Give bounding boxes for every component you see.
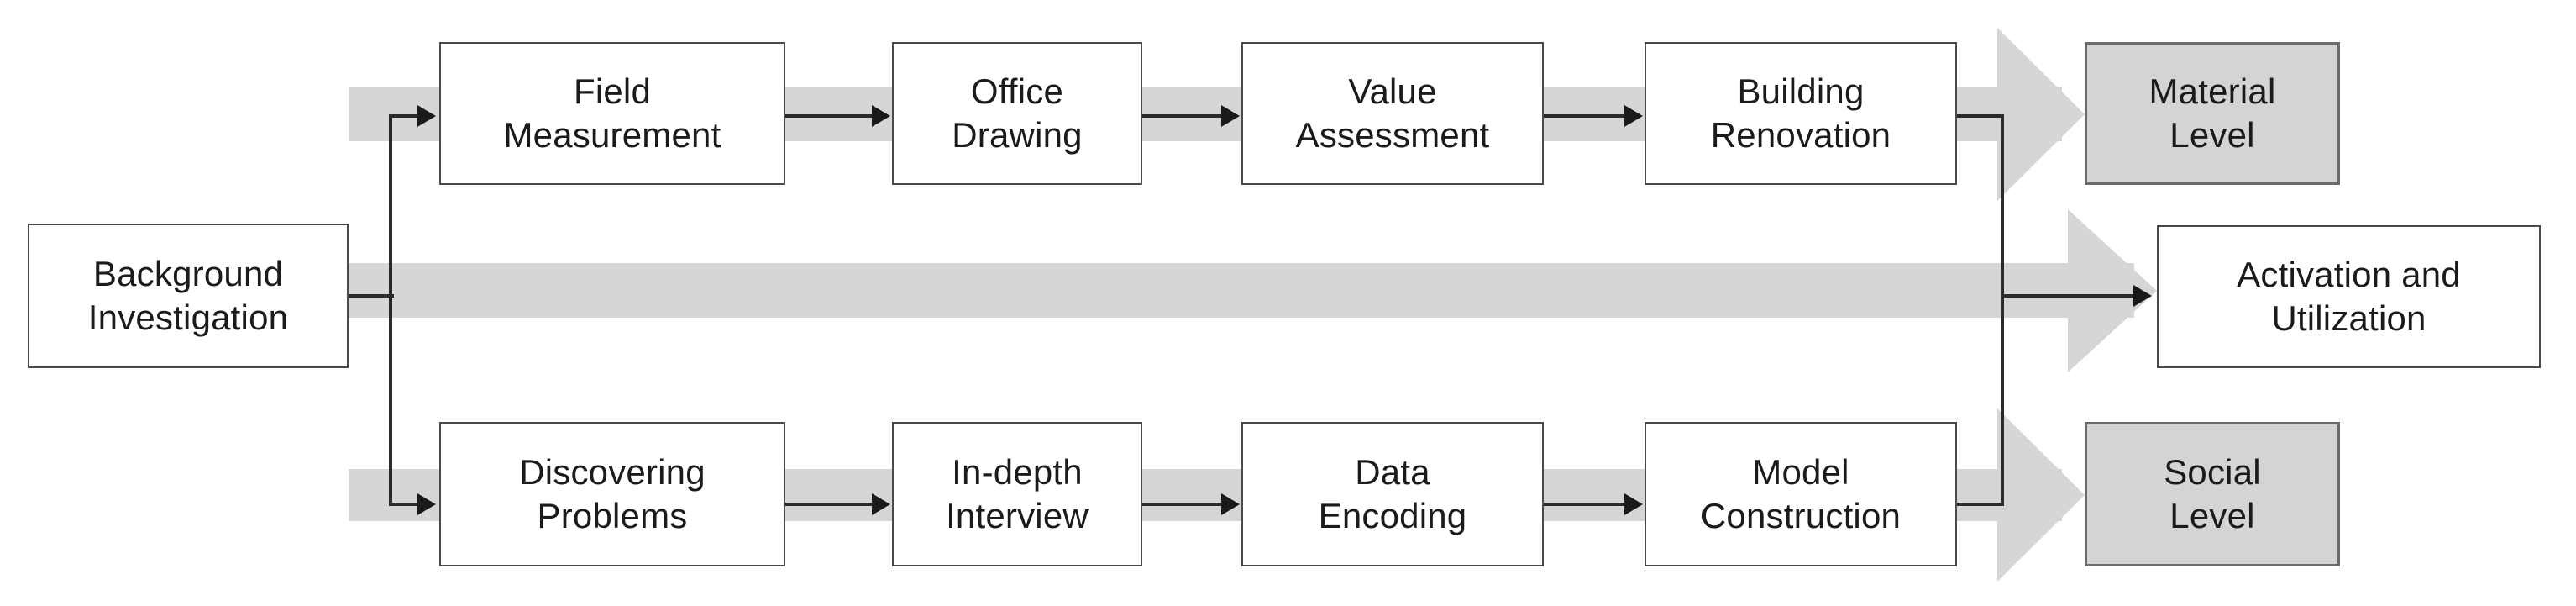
node-model-construction-label: Model Construction xyxy=(1700,451,1902,536)
node-social-level[interactable]: Social Level xyxy=(2085,422,2340,566)
node-data-encoding-label: Data Encoding xyxy=(1318,451,1467,536)
node-value-assessment-label: Value Assessment xyxy=(1295,71,1490,155)
node-field-measurement-label: Field Measurement xyxy=(503,71,721,155)
node-activation-and-utilization-label: Activation and Utilization xyxy=(2237,254,2461,339)
node-background-investigation-label: Background Investigation xyxy=(87,253,289,338)
connector-start-to-trunk xyxy=(347,294,394,298)
node-activation-and-utilization[interactable]: Activation and Utilization xyxy=(2157,225,2541,368)
node-office-drawing-label: Office Drawing xyxy=(952,71,1083,155)
connector-office-drawing-to-value-assessment xyxy=(1142,114,1223,118)
connector-merge-to-activation xyxy=(2001,294,2135,298)
node-in-depth-interview[interactable]: In-depth Interview xyxy=(892,422,1142,566)
connector-trunk-to-field-measurement xyxy=(389,114,419,118)
arrowhead-discovering-problems xyxy=(417,493,436,515)
node-material-level[interactable]: Material Level xyxy=(2085,42,2340,185)
connector-data-encoding-to-model-construction xyxy=(1544,503,1626,506)
node-building-renovation[interactable]: Building Renovation xyxy=(1645,42,1957,185)
node-material-level-label: Material Level xyxy=(2148,71,2276,155)
node-office-drawing[interactable]: Office Drawing xyxy=(892,42,1142,185)
arrowhead-field-measurement xyxy=(417,105,436,127)
arrowhead-building-renovation xyxy=(1624,105,1643,127)
ribbon-arrowhead-social-track xyxy=(1997,408,2085,582)
connector-building-renovation-to-merge xyxy=(1955,114,2004,118)
arrowhead-office-drawing xyxy=(872,105,890,127)
node-background-investigation[interactable]: Background Investigation xyxy=(28,224,349,368)
connector-discovering-problems-to-in-depth-interview xyxy=(785,503,874,506)
connector-trunk-vertical xyxy=(389,114,392,506)
arrowhead-in-depth-interview xyxy=(872,493,890,515)
node-building-renovation-label: Building Renovation xyxy=(1710,71,1891,155)
connector-field-measurement-to-office-drawing xyxy=(785,114,874,118)
connector-trunk-to-discovering-problems xyxy=(389,503,419,506)
arrowhead-model-construction xyxy=(1624,493,1643,515)
node-value-assessment[interactable]: Value Assessment xyxy=(1241,42,1544,185)
node-in-depth-interview-label: In-depth Interview xyxy=(946,451,1089,536)
node-model-construction[interactable]: Model Construction xyxy=(1645,422,1957,566)
ribbon-arrowhead-material-track xyxy=(1997,28,2085,201)
arrowhead-data-encoding xyxy=(1221,493,1240,515)
node-social-level-label: Social Level xyxy=(2164,451,2261,536)
ribbon-band-activation-track xyxy=(349,263,2134,318)
arrowhead-activation-utilization xyxy=(2133,285,2152,307)
node-field-measurement[interactable]: Field Measurement xyxy=(439,42,785,185)
connector-model-construction-to-merge xyxy=(1955,503,2004,506)
node-discovering-problems[interactable]: Discovering Problems xyxy=(439,422,785,566)
connector-value-assessment-to-building-renovation xyxy=(1544,114,1626,118)
connector-in-depth-interview-to-data-encoding xyxy=(1142,503,1223,506)
connector-merge-vertical xyxy=(2001,114,2004,506)
arrowhead-value-assessment xyxy=(1221,105,1240,127)
node-discovering-problems-label: Discovering Problems xyxy=(519,451,706,536)
node-data-encoding[interactable]: Data Encoding xyxy=(1241,422,1544,566)
